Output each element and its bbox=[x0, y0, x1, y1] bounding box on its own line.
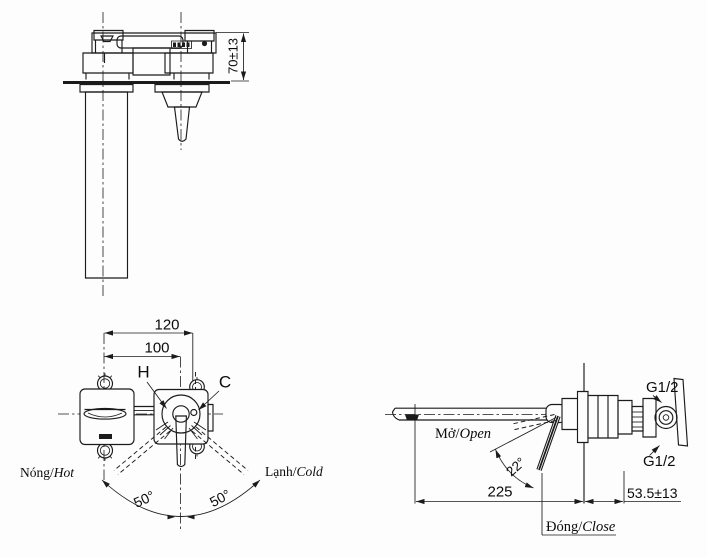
close-label-vi: Đóng/ bbox=[546, 518, 583, 535]
mounting-screws bbox=[98, 373, 205, 461]
handle-lever bbox=[176, 416, 187, 467]
top-view-lines bbox=[63, 12, 249, 297]
cold-label-en: Cold bbox=[296, 463, 323, 479]
cold-handle-label: C bbox=[218, 372, 232, 391]
swing-arc bbox=[102, 480, 260, 517]
side-view-lines bbox=[385, 363, 688, 535]
valve-body bbox=[588, 396, 618, 439]
mounting-bracket bbox=[674, 379, 688, 447]
front-view-lines bbox=[58, 330, 260, 530]
dim-depth-top-label: 70±13 bbox=[225, 37, 241, 75]
open-label: Mở/Open bbox=[435, 425, 492, 442]
cold-label: Lạnh/Cold bbox=[265, 463, 323, 479]
hot-label: Nóng/Hot bbox=[20, 466, 74, 480]
dim-120-label: 120 bbox=[154, 316, 180, 334]
handle-hub bbox=[162, 395, 200, 433]
thread-top-label: G1/2 bbox=[646, 379, 679, 396]
cold-label-vi: Lạnh/ bbox=[265, 463, 297, 479]
hot-handle-label: H bbox=[137, 362, 150, 382]
spout-tube bbox=[86, 92, 128, 278]
thread-bottom-label: G1/2 bbox=[643, 453, 676, 470]
aerator bbox=[405, 414, 419, 421]
hot-label-en: Hot bbox=[53, 465, 74, 480]
handle-stem bbox=[175, 107, 190, 141]
dim-225-label: 225 bbox=[487, 483, 513, 500]
dim-53-label: 53.5±13 bbox=[627, 484, 678, 501]
handle-closed bbox=[539, 416, 558, 470]
spout-tip bbox=[393, 408, 400, 420]
spout-outlet bbox=[84, 409, 126, 420]
check-valve bbox=[655, 407, 677, 429]
open-angle-arc bbox=[496, 450, 534, 489]
open-label-en: Open bbox=[459, 425, 492, 442]
close-label-en: Close bbox=[582, 518, 616, 535]
dim-100-label: 100 bbox=[144, 339, 170, 357]
close-label: Đóng/Close bbox=[546, 518, 616, 535]
open-label-vi: Mở/ bbox=[435, 425, 460, 442]
hot-label-vi: Nóng/ bbox=[20, 465, 54, 480]
